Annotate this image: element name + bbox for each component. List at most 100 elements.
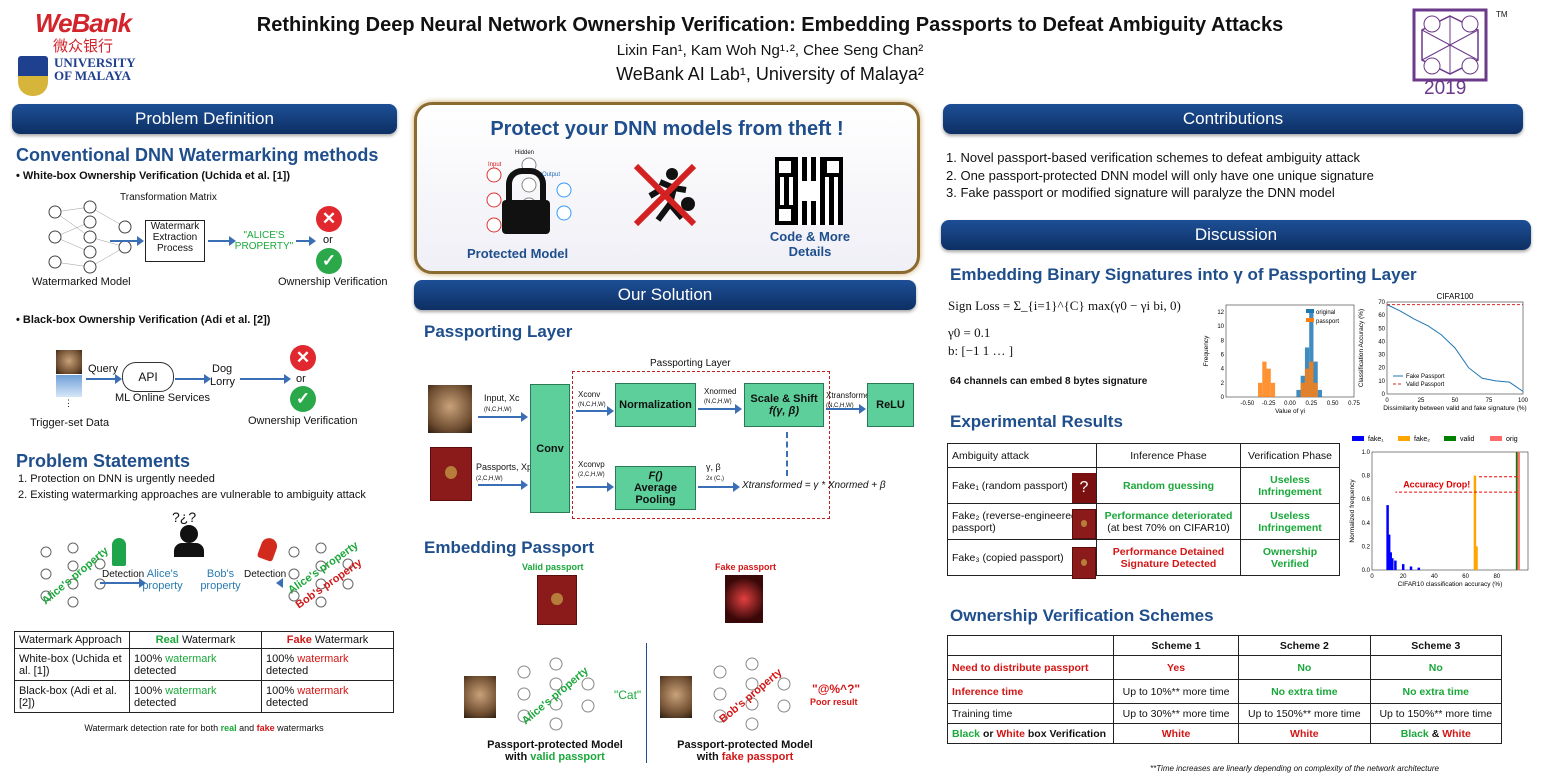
passporting-layer-frame bbox=[572, 371, 830, 519]
arrow bbox=[698, 482, 740, 492]
statement-1: 1. Protection on DNN is urgently needed bbox=[18, 473, 215, 485]
or-text: or bbox=[296, 373, 306, 385]
table-cell: Black & White bbox=[1369, 723, 1503, 744]
histogram-bar bbox=[1391, 558, 1394, 570]
histogram-bar bbox=[1309, 312, 1314, 397]
x-tick-label: 0 bbox=[1370, 574, 1374, 580]
cross-icon: ✕ bbox=[316, 206, 342, 232]
discussion-banner: Discussion bbox=[941, 220, 1531, 250]
valid-passport-label: Valid passport bbox=[522, 562, 584, 572]
y-tick-label: 10 bbox=[1217, 324, 1224, 330]
formula: Xtransformed = γ * Xnormed + β bbox=[742, 480, 886, 491]
x-tick-label: 80 bbox=[1493, 574, 1500, 580]
table-cell: White bbox=[1238, 723, 1371, 744]
plot-frame bbox=[1371, 451, 1529, 571]
legend-swatch bbox=[1444, 436, 1456, 441]
poor-result-label: Poor result bbox=[810, 697, 858, 707]
table-cell: Useless Infringement bbox=[1240, 503, 1340, 540]
table-cell: Random guessing bbox=[1096, 467, 1241, 504]
table-header: Inference Phase bbox=[1096, 443, 1241, 468]
watermarked-network-icon bbox=[48, 200, 132, 274]
alice-property-label: Alice's property bbox=[142, 568, 183, 592]
b-vector-text: b: [−1 1 … ] bbox=[948, 343, 1014, 358]
table-caption: Watermark detection rate for both real a… bbox=[84, 723, 324, 733]
code-details-link[interactable]: Code & More Details bbox=[769, 229, 851, 259]
legend-label: fake₂ bbox=[1414, 436, 1430, 443]
table-cell: White bbox=[1112, 723, 1240, 744]
y-axis-label: Frequency bbox=[1203, 335, 1210, 366]
y-tick-label: 0.4 bbox=[1362, 521, 1371, 527]
ownership-verification-label: Ownership Verification bbox=[278, 276, 388, 288]
chart-title: CIFAR100 bbox=[1437, 292, 1474, 301]
schemes-title: Ownership Verification Schemes bbox=[950, 606, 1214, 625]
legend-label: valid bbox=[1460, 436, 1475, 443]
histogram-bar bbox=[1266, 368, 1271, 397]
table-header: Verification Phase bbox=[1240, 443, 1340, 468]
um-logo: UNIVERSITY OF MALAYA bbox=[18, 56, 153, 100]
input-x-label: Input, Xc(N,C,H,W) bbox=[484, 393, 520, 413]
fake1-passport-icon: ? bbox=[1072, 473, 1096, 503]
table-cell: No bbox=[1369, 655, 1503, 680]
legend-swatch bbox=[1490, 436, 1502, 441]
um-crest bbox=[18, 56, 48, 96]
legend-label: fake₁ bbox=[1368, 436, 1384, 443]
y-tick-label: 0 bbox=[1221, 395, 1225, 401]
qr-code-icon[interactable] bbox=[775, 157, 843, 225]
embedding-signatures-title: Embedding Binary Signatures into γ of Pa… bbox=[950, 265, 1417, 284]
fake-passport-image bbox=[725, 575, 763, 623]
histogram-bar bbox=[1389, 552, 1392, 570]
arrow bbox=[240, 374, 291, 384]
x-tick-label: 0 bbox=[1385, 398, 1389, 404]
table-cell: Up to 10%** more time bbox=[1112, 679, 1240, 704]
blackbox-label: • Black-box Ownership Verification (Adi … bbox=[16, 314, 271, 326]
y-axis-label: Classification Accuracy (%) bbox=[1358, 309, 1365, 387]
legend-swatch bbox=[1306, 318, 1314, 322]
detection-label: Detection bbox=[102, 569, 145, 580]
cross-icon: ✕ bbox=[290, 345, 316, 371]
confused-person-icon: ?¿? bbox=[172, 509, 206, 561]
plot-frame bbox=[1225, 304, 1355, 398]
table-cell: Yes bbox=[1112, 655, 1240, 680]
histogram-bar bbox=[1409, 566, 1413, 570]
input-cat-image bbox=[428, 385, 472, 433]
table-header bbox=[947, 635, 1114, 656]
detection-label: Detection bbox=[244, 569, 287, 580]
histogram-bar bbox=[1296, 389, 1301, 397]
y-tick-label: 40 bbox=[1378, 339, 1385, 345]
experimental-results-title: Experimental Results bbox=[950, 412, 1123, 431]
x-tick-label: 0.00 bbox=[1284, 401, 1296, 407]
arrow bbox=[208, 236, 236, 246]
histogram-bar bbox=[1258, 382, 1263, 397]
trigger-ellipsis: ⋮ bbox=[64, 398, 73, 408]
y-tick-label: 0.8 bbox=[1362, 474, 1371, 480]
table-cell: Black-box (Adi et al. [2]) bbox=[14, 680, 130, 713]
y-tick-label: 30 bbox=[1378, 353, 1385, 359]
dog-label: Dog bbox=[212, 363, 233, 375]
table-cell: Useless Infringement bbox=[1240, 467, 1340, 504]
x-tick-label: 100 bbox=[1518, 398, 1529, 404]
y-tick-label: 8 bbox=[1221, 338, 1225, 344]
table-cell: 100% watermark detected bbox=[129, 680, 262, 713]
bob-network-icon bbox=[288, 542, 354, 608]
histogram-bar bbox=[1300, 382, 1305, 397]
neurips-logo: TM 2019 bbox=[1410, 6, 1525, 102]
histogram-bar bbox=[1387, 534, 1391, 570]
divider bbox=[646, 643, 647, 763]
affiliations: WeBank AI Lab¹, University of Malaya² bbox=[616, 64, 924, 84]
watermarked-model-label: Watermarked Model bbox=[32, 276, 131, 288]
table-header: Ambiguity attack bbox=[947, 443, 1097, 468]
table-header: Scheme 2 bbox=[1238, 635, 1371, 656]
xconvp-label: Xconvp(2,C,H,W) bbox=[578, 460, 605, 478]
legend-label: orig bbox=[1506, 436, 1518, 443]
statement-2: 2. Existing watermarking approaches are … bbox=[18, 489, 366, 501]
garbled-result: "@%^?" bbox=[812, 682, 861, 696]
bob-property-label: Bob's property bbox=[200, 568, 241, 592]
whitebox-label: • White-box Ownership Verification (Uchi… bbox=[16, 170, 291, 182]
arrow bbox=[698, 404, 742, 414]
valid-passport-image bbox=[537, 575, 577, 625]
problem-definition-banner: Problem Definition bbox=[12, 104, 397, 134]
y-tick-label: 6 bbox=[1221, 353, 1225, 359]
